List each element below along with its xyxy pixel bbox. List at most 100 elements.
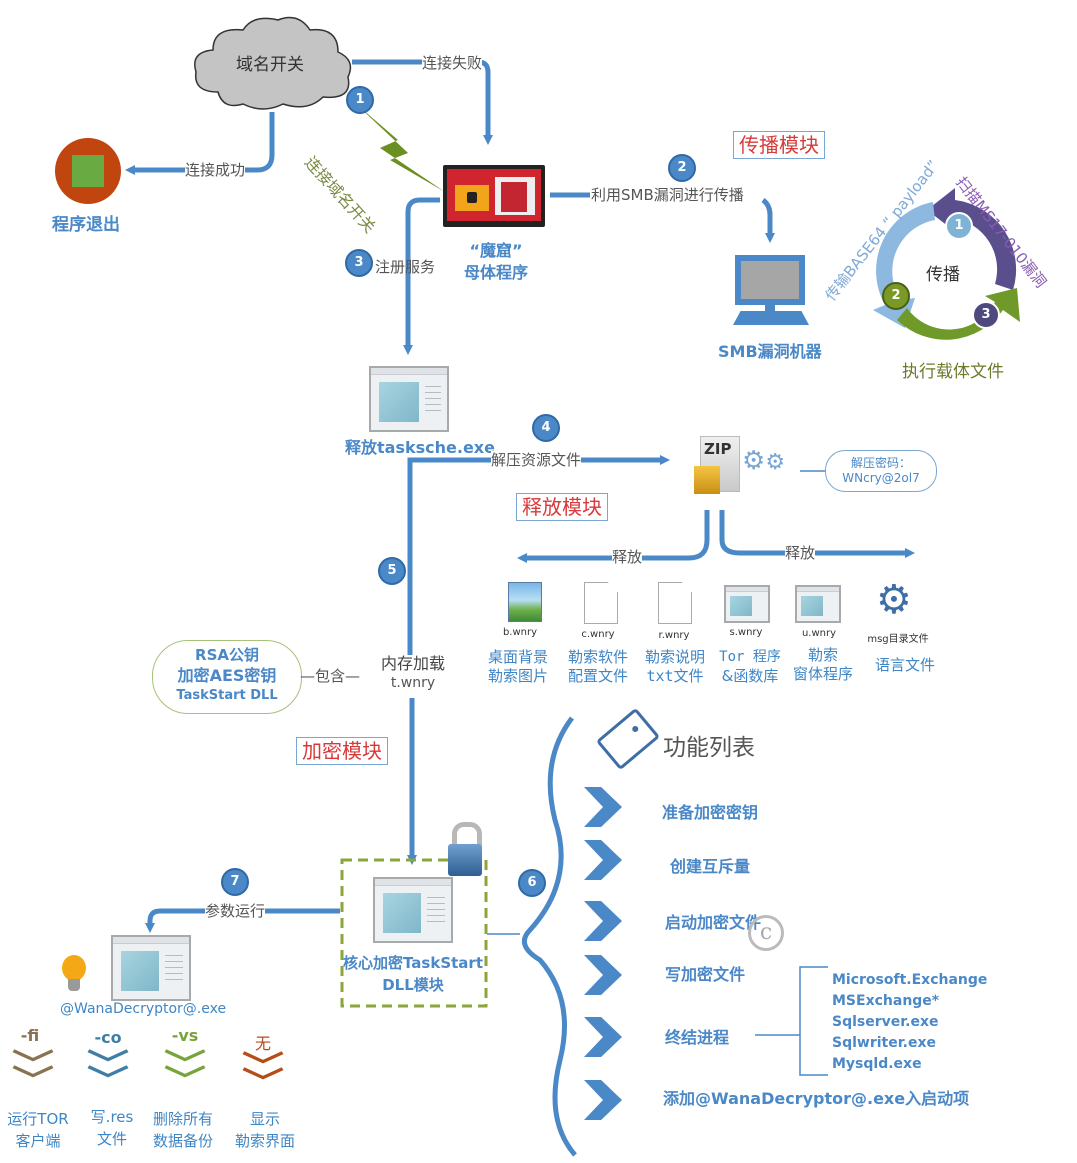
function-item-3: 启动加密文件 [665, 913, 762, 932]
step-badge-5: 5 [378, 557, 406, 585]
memory-load-line1: 内存加载 [380, 654, 445, 673]
file-desc-s-2: &函数库 [721, 667, 779, 685]
unzip-password-bubble: 解压密码： WNcry@2ol7 [825, 450, 937, 492]
zip-archive-icon: ZIP [694, 436, 740, 498]
key-bubble-line2: 加密AES密钥 [177, 666, 277, 685]
param-desc-co-1: 写.res [90, 1108, 134, 1126]
file-desc-s: Tor 程序 &函数库 [705, 648, 795, 686]
mother-title-line2: 母体程序 [463, 263, 528, 282]
step-badge-6: 6 [518, 869, 546, 897]
exit-icon [55, 138, 121, 204]
contains-label: —包含— [300, 667, 361, 685]
core-module-dashed-box [340, 858, 488, 1008]
padlock-icon [446, 822, 482, 876]
param-desc-vs-1: 删除所有 [152, 1110, 213, 1128]
lightbulb-icon [60, 955, 88, 995]
mother-program-icon [443, 165, 545, 227]
function-item-5: 终结进程 [665, 1028, 730, 1047]
function-item-6: 添加@WanaDecryptor@.exe入启动项 [663, 1089, 970, 1108]
connect-success-label: 连接成功 [185, 161, 246, 179]
killed-process-5: Mysqld.exe [832, 1056, 922, 1072]
file-desc-c: 勒索软件 配置文件 [553, 648, 643, 686]
file-name-msg: msg目录文件 [867, 634, 929, 645]
line-smb-down [761, 197, 775, 243]
param-desc-vs-2: 数据备份 [152, 1132, 213, 1150]
register-service-label: 注册服务 [375, 258, 436, 276]
decryptor-window-icon [111, 935, 191, 1001]
release-left-label: 释放 [612, 548, 643, 566]
cloud-icon [194, 16, 352, 110]
cloud-label: 域名开关 [236, 55, 304, 75]
password-label: 解压密码： [850, 456, 911, 470]
zip-text: ZIP [704, 440, 732, 458]
step-badge-1: 1 [346, 86, 374, 114]
line-release-right [719, 510, 915, 558]
file-s-icon [724, 585, 770, 623]
memory-load-label: 内存加载 t.wnry [376, 654, 450, 692]
file-desc-msg: 语言文件 [860, 656, 950, 675]
cycle-step3-label: 执行载体文件 [902, 362, 1004, 382]
param-desc-none: 显示 勒索界面 [215, 1108, 315, 1152]
keyboard-icon [733, 311, 809, 325]
cycle-badge-3: 3 [972, 301, 1000, 329]
function-item-2: 创建互斥量 [670, 857, 751, 876]
file-desc-u-1: 勒索 [807, 646, 838, 664]
line-release-left [517, 510, 710, 563]
connect-fail-label: 连接失败 [422, 54, 483, 72]
spread-module-title: 传播模块 [733, 131, 825, 159]
release-right-label: 释放 [785, 544, 816, 562]
cycle-arc-purple [927, 188, 1017, 290]
function-brace [521, 716, 577, 1157]
file-desc-c-1: 勒索软件 [567, 648, 628, 666]
killed-process-1: Microsoft.Exchange [832, 972, 988, 988]
line-connect-success [125, 112, 275, 175]
password-value: WNcry@2ol7 [842, 471, 920, 485]
step-badge-2: 2 [668, 154, 696, 182]
unzip-label: 解压资源文件 [491, 451, 582, 469]
param-flag-co: -co [94, 1028, 122, 1047]
param-desc-vs: 删除所有 数据备份 [133, 1108, 233, 1152]
step-badge-4: 4 [532, 414, 560, 442]
release-module-title: 释放模块 [516, 493, 608, 521]
file-desc-u: 勒索 窗体程序 [778, 646, 868, 684]
process-bracket [755, 966, 828, 1076]
file-name-r: r.wnry [658, 630, 690, 641]
param-flag-vs: -vs [171, 1026, 199, 1045]
double-chevron-none-icon: ﹀﹀ [242, 1050, 284, 1101]
function-list-title: 功能列表 [663, 735, 755, 761]
file-name-b: b.wnry [502, 627, 538, 638]
file-desc-r-2: txt文件 [646, 667, 704, 685]
mother-title-line1: “魔窟” [469, 241, 523, 260]
cycle-badge-2: 2 [882, 282, 910, 310]
stop-square-icon [72, 155, 104, 187]
param-desc-co-2: 文件 [96, 1130, 127, 1148]
core-line2: DLL模块 [382, 976, 444, 994]
file-desc-c-2: 配置文件 [567, 667, 628, 685]
file-r-icon [658, 582, 692, 624]
lightning-bolt [355, 103, 445, 192]
step-badge-3: 3 [345, 249, 373, 277]
killed-process-3: Sqlserver.exe [832, 1014, 939, 1030]
killed-process-2: MSExchange* [832, 993, 940, 1009]
file-b-icon [508, 582, 542, 622]
param-desc-fi-1: 运行TOR [7, 1110, 69, 1128]
param-run-label: 参数运行 [205, 902, 266, 920]
memory-load-line2: t.wnry [390, 675, 436, 691]
param-desc-none-1: 显示 [249, 1110, 280, 1128]
file-msg-gear-icon: ⚙ [876, 577, 912, 623]
file-desc-s-1: Tor 程序 [719, 649, 781, 665]
killed-process-list: Microsoft.Exchange MSExchange* Sqlserver… [832, 970, 987, 1075]
file-desc-b-1: 桌面背景 [487, 648, 548, 666]
file-desc-b-2: 勒索图片 [487, 667, 548, 685]
gears-icon: ⚙⚙ [742, 446, 786, 476]
double-chevron-fi-icon: ﹀﹀ [12, 1048, 54, 1099]
double-chevron-vs-icon: ﹀﹀ [164, 1048, 206, 1099]
file-name-s: s.wnry [729, 627, 763, 638]
step-badge-7: 7 [221, 868, 249, 896]
file-desc-u-2: 窗体程序 [792, 665, 853, 683]
core-dll-label: 核心加密TaskStart DLL模块 [340, 952, 486, 996]
package-box-icon [694, 466, 720, 494]
file-desc-msg-1: 语言文件 [874, 656, 935, 674]
tasksche-window-icon [369, 366, 449, 432]
line-register-service [403, 197, 440, 355]
